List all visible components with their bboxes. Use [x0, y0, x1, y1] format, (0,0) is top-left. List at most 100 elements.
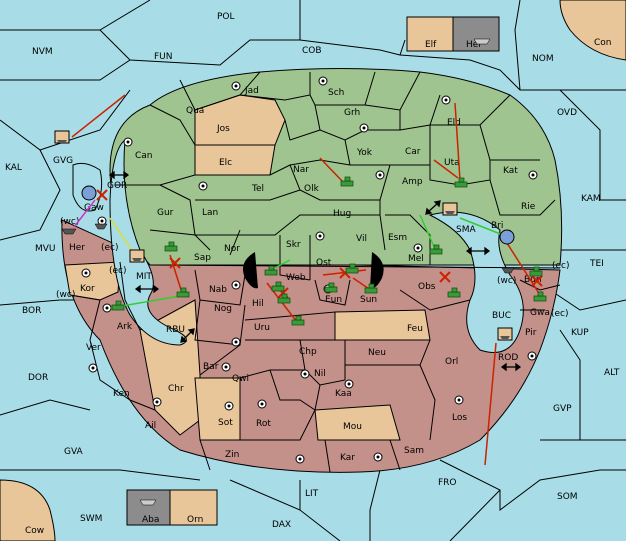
- land-label-orl: Orl: [445, 357, 458, 367]
- double-arrow-icon: [108, 170, 130, 180]
- land-label-ail: Ail: [145, 421, 156, 431]
- land-label-kar: Kar: [340, 453, 355, 463]
- double-arrow-icon: [425, 200, 441, 215]
- tank-icon: [176, 287, 190, 298]
- dislodged-markers: [96, 189, 543, 299]
- central-marker-right: [370, 252, 384, 289]
- land-label-can: Can: [135, 151, 153, 161]
- coast-tag-bun-wc: (wc): [497, 276, 516, 286]
- sea-label-mvu: MVU: [35, 244, 56, 254]
- territory-mou[interactable]: [314, 404, 401, 441]
- sea-label-kam: KAM: [581, 194, 601, 204]
- land-label-sam: Sam: [404, 446, 424, 456]
- red-x-icon: [169, 257, 181, 269]
- circled-dot-icon: [152, 397, 162, 407]
- sea-label-tei: TEI: [589, 259, 604, 269]
- territory-orn[interactable]: [169, 489, 218, 526]
- sea-label-kup: KUP: [571, 328, 589, 338]
- territory-sot[interactable]: [194, 377, 241, 441]
- circled-dot-icon: [413, 243, 423, 253]
- sea-label-nvm: NVM: [32, 47, 53, 57]
- land-label-ost: Ost: [316, 258, 332, 268]
- sea-label-fro: FRO: [438, 478, 457, 488]
- double-arrow-icon: [134, 284, 160, 294]
- ship-icon: [81, 185, 97, 201]
- land-label-bun: Bun: [524, 275, 542, 285]
- land-label-elc: Elc: [219, 158, 232, 168]
- territory-cow[interactable]: [0, 479, 56, 541]
- land-label-kat: Kat: [503, 166, 518, 176]
- land-label-lan: Lan: [202, 208, 218, 218]
- land-label-ark: Ark: [117, 322, 133, 332]
- central-marker-left: [242, 252, 258, 289]
- sea-sma-channel: [428, 211, 524, 353]
- land-label-aba: Aba: [142, 515, 159, 525]
- support-arrow: [109, 217, 136, 256]
- tank-icon: [429, 244, 443, 255]
- land-label-qua: Qua: [186, 106, 204, 116]
- land-label-chp: Chp: [299, 347, 317, 357]
- land-label-pir: Pir: [525, 328, 537, 338]
- move-arrow: [433, 159, 459, 179]
- land-label-sch: Sch: [328, 88, 344, 98]
- land-label-tel: Tel: [251, 184, 264, 194]
- sea-label-kal: KAL: [5, 163, 22, 173]
- circled-dot-icon: [375, 170, 385, 180]
- land-label-nil: Nil: [314, 369, 326, 379]
- circled-dot-icon: [318, 76, 328, 86]
- territory-elc[interactable]: [194, 144, 276, 176]
- land-label-jad: Jad: [244, 86, 259, 96]
- tank-icon: [345, 263, 359, 274]
- circled-dot-icon: [221, 362, 231, 372]
- circled-dot-icon: [300, 369, 310, 379]
- land-label-yok: Yok: [356, 148, 373, 158]
- land-label-mou: Mou: [343, 422, 362, 432]
- territory-kor[interactable]: [64, 261, 121, 301]
- circled-dot-icon: [315, 231, 325, 241]
- move-arrow: [319, 157, 344, 183]
- circled-dot-icon: [295, 454, 305, 464]
- circled-dot-icon: [88, 363, 98, 373]
- land-label-kaa: Kaa: [335, 389, 352, 399]
- circled-dot-icon: [198, 181, 208, 191]
- territory-elf[interactable]: [406, 16, 454, 52]
- land-label-amp: Amp: [402, 177, 423, 187]
- land-label-web: Web: [286, 273, 306, 283]
- sea-label-con: Con: [594, 38, 612, 48]
- support-arrow: [419, 214, 437, 252]
- sea-label-som: SOM: [557, 492, 578, 502]
- sea-label-alt: ALT: [604, 368, 620, 378]
- circled-dot-icon: [359, 123, 369, 133]
- tank-icon: [340, 176, 354, 187]
- land-label-uru: Uru: [254, 323, 270, 333]
- circled-dot-icon: [224, 401, 234, 411]
- land-label-her: Her: [69, 243, 85, 253]
- land-label-sot: Sot: [218, 418, 233, 428]
- land-label-esm: Esm: [388, 233, 407, 243]
- sea-label-gvp: GVP: [553, 404, 572, 414]
- territory-hel[interactable]: [452, 16, 500, 52]
- ship-icon: [129, 249, 145, 263]
- sea-label-bor: BOR: [22, 306, 41, 316]
- tank-icon: [164, 241, 178, 252]
- land-label-hel: Hel: [466, 40, 481, 50]
- ship-icon: [499, 229, 515, 245]
- land-label-neu: Neu: [368, 348, 386, 358]
- land-label-feu: Feu: [407, 324, 423, 334]
- sea-labels: POL NVM FUN COB NOM Con OVD KAL KAM MVU …: [5, 12, 620, 536]
- sea-label-sma: SMA: [456, 225, 476, 235]
- tank-icon: [454, 177, 468, 188]
- land-label-jos: Jos: [216, 124, 230, 134]
- tank-icon: [324, 282, 338, 293]
- territory-aba[interactable]: [126, 489, 171, 526]
- move-arrow: [454, 102, 461, 181]
- tank-icon: [364, 283, 378, 294]
- territory-con[interactable]: [559, 0, 626, 61]
- tank-icon: [264, 265, 278, 276]
- circled-dot-icon: [257, 399, 267, 409]
- land-label-gwa: Gwa: [530, 308, 550, 318]
- support-arrow: [459, 217, 509, 238]
- circled-dot-icon: [373, 452, 383, 462]
- land-label-olk: Olk: [304, 184, 320, 194]
- land-label-hil: Hil: [252, 299, 264, 309]
